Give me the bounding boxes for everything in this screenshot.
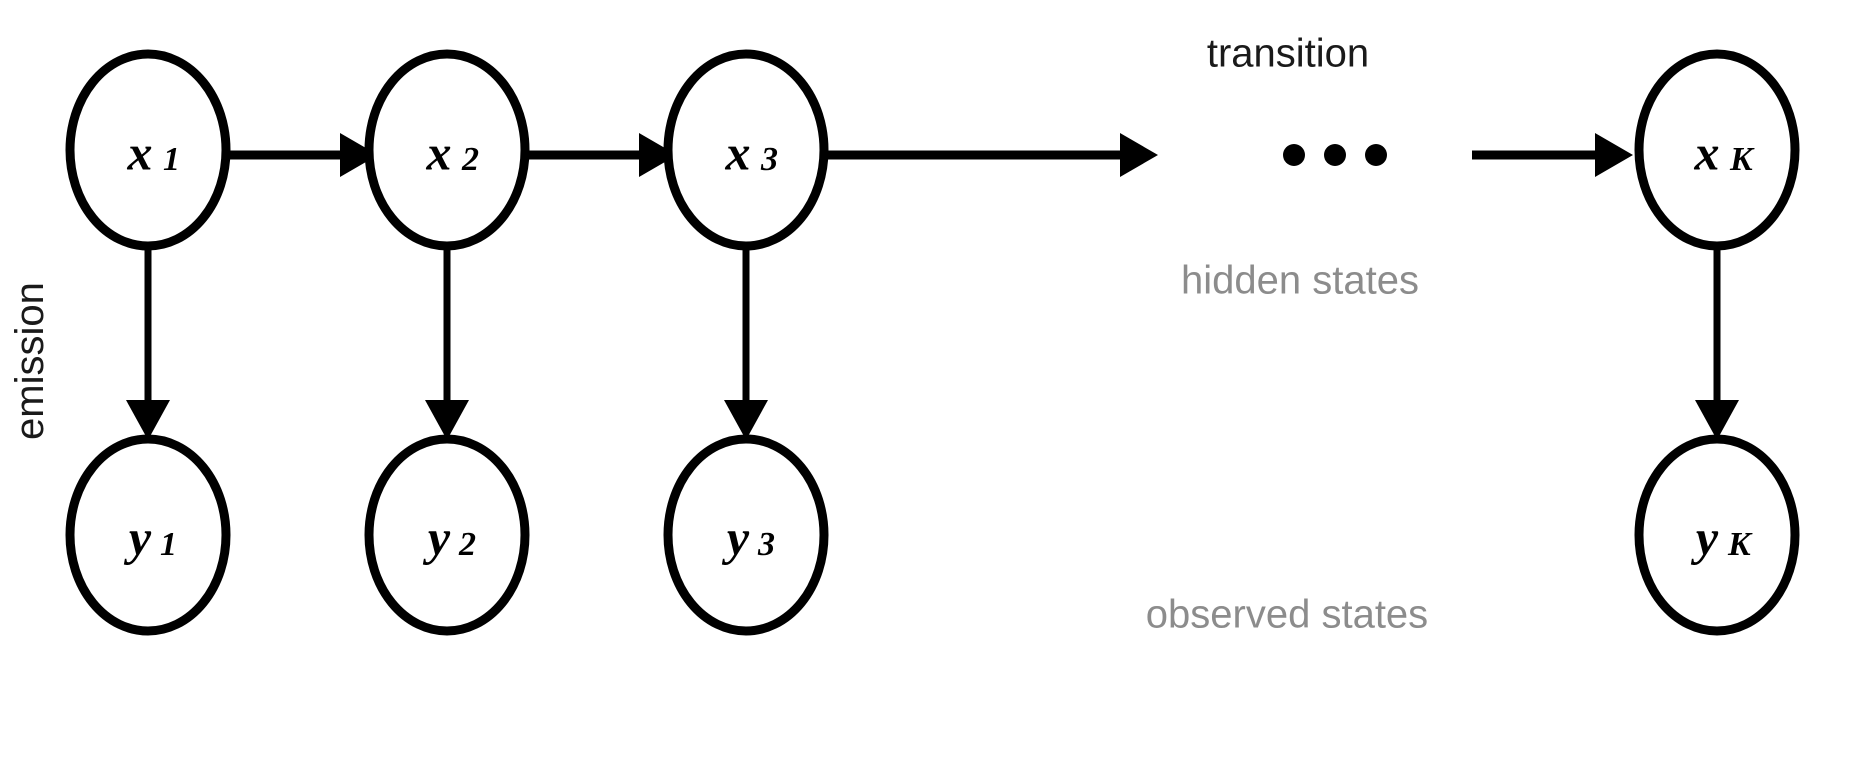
node-sublabel-xK: K: [1729, 141, 1755, 178]
arrow-head-icon: [1595, 133, 1633, 177]
arrow-head-icon: [639, 133, 677, 177]
ellipsis-dot: [1365, 144, 1387, 166]
node-x1[interactable]: x 1: [65, 49, 231, 251]
hidden-states-label: hidden states: [1181, 259, 1419, 303]
node-ellipse[interactable]: [65, 49, 231, 251]
node-sublabel-x3: 3: [760, 141, 778, 178]
node-label-xK: x: [1694, 124, 1720, 180]
node-ellipse[interactable]: [663, 49, 829, 251]
node-sublabel-yK: K: [1727, 526, 1753, 563]
arrow-head-icon: [126, 400, 170, 440]
node-ellipse[interactable]: [663, 434, 829, 636]
emission-edge-xK-yK: [1695, 246, 1739, 440]
node-y2[interactable]: y 2: [364, 434, 530, 636]
arrow-head-icon: [1695, 400, 1739, 440]
node-label-yK: y: [1691, 509, 1719, 565]
transition-edge-x1-x2: [226, 133, 378, 177]
emission-edges-group: [126, 246, 1739, 440]
node-ellipse[interactable]: [65, 434, 231, 636]
emission-label: emission: [8, 282, 52, 440]
transition-edge-x2-x3: [525, 133, 677, 177]
node-ellipse[interactable]: [364, 434, 530, 636]
emission-edge-x2-y2: [425, 246, 469, 440]
observed-state-nodes-group: y 1 y 2 y 3 y K: [65, 434, 1800, 636]
transition-label: transition: [1207, 32, 1369, 76]
arrow-head-icon: [1120, 133, 1158, 177]
ellipsis-dot: [1324, 144, 1346, 166]
node-sublabel-y1: 1: [160, 526, 177, 563]
node-x3[interactable]: x 3: [663, 49, 829, 251]
transition-edge-ellipsis-xK: [1472, 133, 1633, 177]
arrow-head-icon: [340, 133, 378, 177]
node-sublabel-y2: 2: [458, 526, 476, 563]
node-sublabel-x1: 1: [163, 141, 180, 178]
node-label-y1: y: [124, 509, 152, 565]
node-ellipse[interactable]: [364, 49, 530, 251]
node-sublabel-y3: 3: [757, 526, 775, 563]
node-x2[interactable]: x 2: [364, 49, 530, 251]
node-y3[interactable]: y 3: [663, 434, 829, 636]
observed-states-label: observed states: [1146, 593, 1428, 637]
arrow-head-icon: [425, 400, 469, 440]
node-label-y2: y: [423, 509, 451, 565]
node-ellipse[interactable]: [1634, 434, 1800, 636]
ellipsis-dot: [1283, 144, 1305, 166]
transition-edge-x3-ellipsis: [824, 133, 1158, 177]
emission-edge-x3-y3: [724, 246, 768, 440]
ellipsis-dots-icon: [1283, 144, 1387, 166]
node-label-x1: x: [127, 124, 153, 180]
node-ellipse[interactable]: [1634, 49, 1800, 251]
node-label-x2: x: [426, 124, 452, 180]
emission-edge-x1-y1: [126, 246, 170, 440]
node-label-x3: x: [725, 124, 751, 180]
node-xK[interactable]: x K: [1634, 49, 1800, 251]
arrow-head-icon: [724, 400, 768, 440]
hidden-state-nodes-group: x 1 x 2 x 3 x K: [65, 49, 1800, 251]
node-yK[interactable]: y K: [1634, 434, 1800, 636]
node-sublabel-x2: 2: [461, 141, 479, 178]
node-y1[interactable]: y 1: [65, 434, 231, 636]
node-label-y3: y: [722, 509, 750, 565]
transition-edges-group: [226, 133, 1633, 177]
